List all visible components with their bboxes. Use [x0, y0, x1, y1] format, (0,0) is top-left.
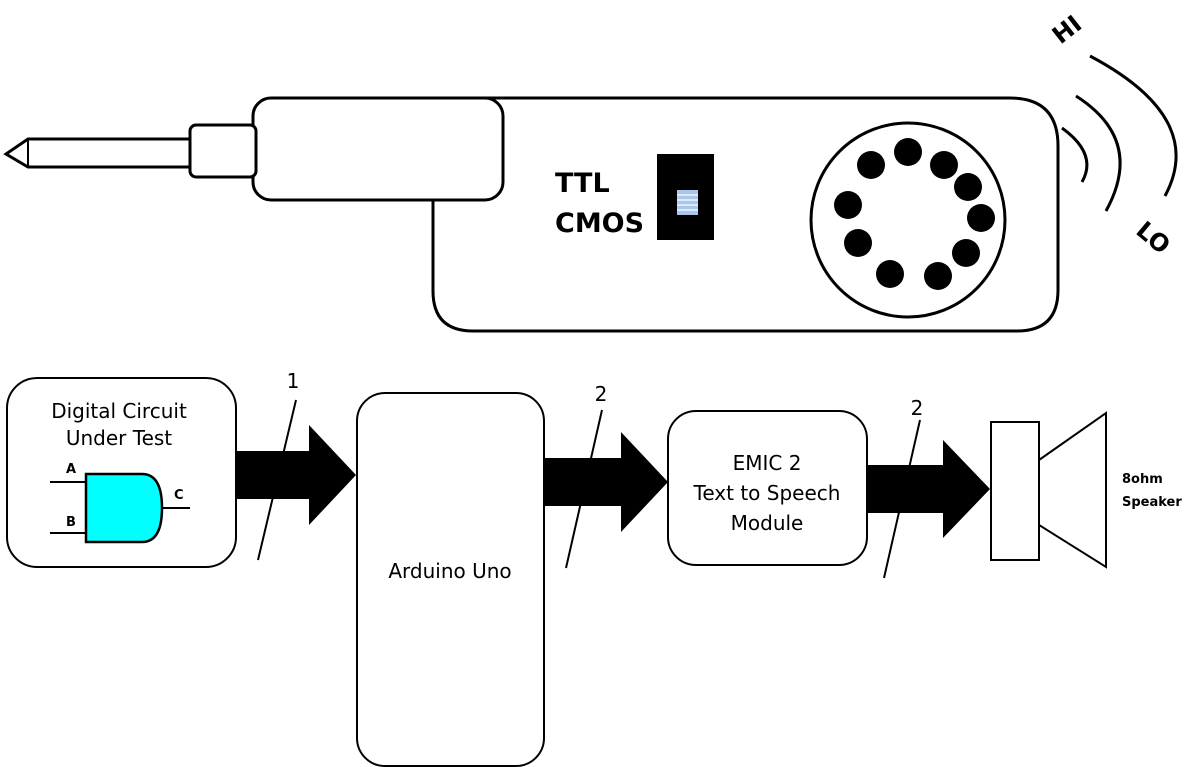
arduino-uno-label: Arduino Uno [388, 559, 511, 583]
volume-label-lo: LO [1131, 216, 1176, 260]
speaker-label-line2: Speaker [1122, 495, 1182, 510]
bus-arrow-2: 2 [544, 382, 668, 569]
bus-width-label-1: 1 [287, 369, 300, 393]
grille-hole [844, 229, 872, 257]
bus-arrow-3: 2 [867, 396, 990, 579]
grille-hole [954, 173, 982, 201]
grille-hole [894, 138, 922, 166]
emic2-block: EMIC 2 Text to Speech Module [667, 410, 868, 566]
gate-input-label-b: B [66, 515, 76, 530]
emic2-label-line3: Module [731, 511, 804, 535]
probe-collar [188, 123, 258, 179]
circuit-block-title-line1: Digital Circuit [51, 399, 187, 423]
and-gate-body [84, 472, 164, 544]
gate-input-label-a: A [66, 462, 76, 477]
mode-switch[interactable] [657, 154, 714, 240]
grille-hole [857, 151, 885, 179]
block-diagram: Digital Circuit Under Test A B C 1 Ardui… [6, 369, 1182, 767]
probe-handle [251, 96, 505, 202]
grille-hole [834, 191, 862, 219]
grille-hole [876, 260, 904, 288]
speaker-grille [809, 121, 1007, 319]
and-gate: A B C [50, 462, 190, 544]
sound-waves [1061, 54, 1178, 212]
speaker-symbol: 8ohm Speaker [990, 411, 1182, 569]
speaker-label-line1: 8ohm [1122, 472, 1163, 487]
grille-hole [924, 262, 952, 290]
circuit-under-test-block: Digital Circuit Under Test A B C [6, 377, 237, 568]
bus-width-label-2: 2 [595, 382, 608, 406]
bus-width-label-3: 2 [911, 396, 924, 420]
gate-output-label-c: C [174, 488, 184, 503]
probe-tip [3, 137, 192, 169]
emic2-label-line1: EMIC 2 [733, 451, 802, 475]
grille-hole [930, 151, 958, 179]
emic2-label-line2: Text to Speech [693, 481, 841, 505]
arduino-uno-block: Arduino Uno [356, 392, 545, 767]
grille-hole [967, 204, 995, 232]
grille-hole [952, 239, 980, 267]
mode-label-ttl: TTL [555, 168, 610, 199]
bus-arrow-1: 1 [236, 369, 356, 561]
mode-label-cmos: CMOS [555, 208, 644, 239]
volume-label-hi: HI [1047, 10, 1087, 50]
mode-switch-slider[interactable] [677, 190, 698, 215]
circuit-block-title-line2: Under Test [66, 426, 172, 450]
logic-probe: TTL CMOS [3, 10, 1178, 333]
